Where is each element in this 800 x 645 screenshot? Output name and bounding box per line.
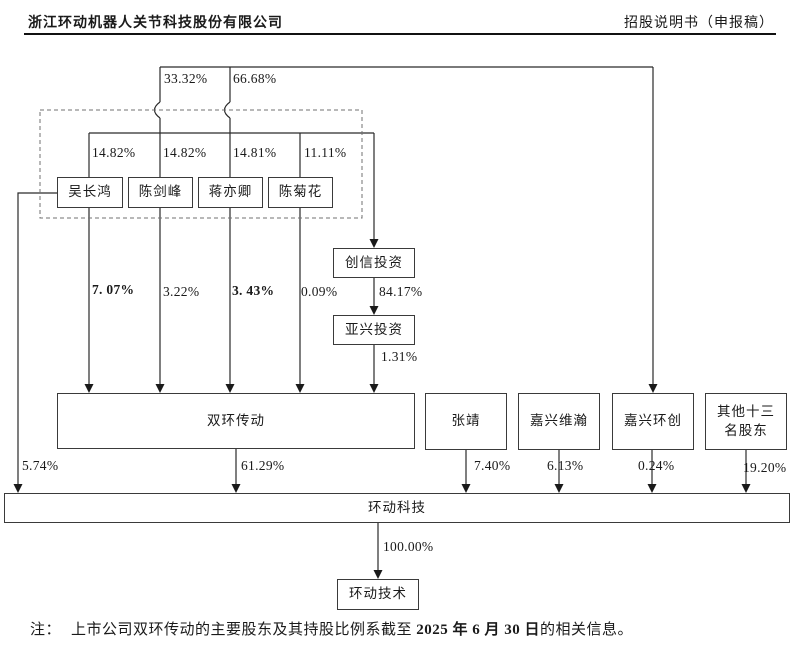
node-label: 亚兴投资 xyxy=(345,321,403,337)
node-chen-jianfeng: 陈剑峰 xyxy=(128,177,193,208)
pct-top-left: 33.32% xyxy=(164,71,208,86)
node-label: 其他十三 xyxy=(717,404,775,420)
node-label: 吴长鸿 xyxy=(68,184,112,200)
pct-jiang-to-chuangxin: 14.81% xyxy=(233,145,277,160)
header-company-name: 浙江环动机器人关节科技股份有限公司 xyxy=(28,16,283,31)
node-label: 名股东 xyxy=(724,422,768,438)
node-jiaxing-huanchuang: 嘉兴环创 xyxy=(612,393,694,450)
node-jiaxing-weihan: 嘉兴维瀚 xyxy=(518,393,600,450)
footnote-date: 2025 年 6 月 30 日 xyxy=(416,622,541,638)
pct-wu-to-shuanghuan: 7. 07% xyxy=(92,282,135,297)
pct-others-to-huandong: 19.20% xyxy=(743,460,787,475)
pct-chenjh-to-chuangxin: 11.11% xyxy=(304,145,347,160)
pct-yaxing-to-shuanghuan: 1.31% xyxy=(381,349,418,364)
pct-shuanghuan-to-huandong: 61.29% xyxy=(241,458,285,473)
node-label: 嘉兴维瀚 xyxy=(530,413,588,429)
footnote-marker: 注： xyxy=(30,622,62,638)
footnote: 注： 上市公司双环传动的主要股东及其持股比例系截至 2025 年 6 月 30 日… xyxy=(30,618,633,639)
node-shuanghuan-transmission: 双环传动 xyxy=(57,393,415,449)
node-label: 陈剑峰 xyxy=(138,184,183,200)
node-jiang-yiqing: 蒋亦卿 xyxy=(198,177,263,208)
node-yaxing-investment: 亚兴投资 xyxy=(333,315,415,345)
node-wu-changhong: 吴长鸿 xyxy=(57,177,123,208)
pct-zhangjing-to-huandong: 7.40% xyxy=(474,458,511,473)
pct-huanchuang-to-huandong: 0.24% xyxy=(638,458,675,473)
node-label: 环动技术 xyxy=(349,586,407,602)
node-label: 张靖 xyxy=(451,413,481,429)
pct-jiang-to-shuanghuan: 3. 43% xyxy=(232,283,275,298)
node-label: 环动科技 xyxy=(368,499,426,515)
pct-chenjh-to-shuanghuan: 0.09% xyxy=(301,284,338,299)
node-label: 创信投资 xyxy=(345,254,403,270)
footnote-suffix: 的相关信息。 xyxy=(540,622,634,638)
node-chen-juhua: 陈菊花 xyxy=(268,177,333,208)
node-zhang-jing: 张靖 xyxy=(425,393,507,450)
node-label: 陈菊花 xyxy=(278,184,323,200)
header-divider xyxy=(24,33,776,35)
node-huandong-keji: 环动科技 xyxy=(4,493,790,523)
pct-top-right: 66.68% xyxy=(233,71,277,86)
node-huandong-jishu: 环动技术 xyxy=(337,579,419,610)
pct-chenjf-to-chuangxin: 14.82% xyxy=(163,145,207,160)
pct-huandong-to-jishu: 100.00% xyxy=(383,539,434,554)
pct-chenjf-to-shuanghuan: 3.22% xyxy=(163,284,200,299)
node-label: 蒋亦卿 xyxy=(208,184,253,200)
pct-wu-to-chuangxin: 14.82% xyxy=(92,145,136,160)
pct-weihan-to-huandong: 6.13% xyxy=(547,458,584,473)
node-chuangxin-investment: 创信投资 xyxy=(333,248,415,278)
node-label: 嘉兴环创 xyxy=(624,413,682,429)
pct-chuangxin-to-yaxing: 84.17% xyxy=(379,284,423,299)
footnote-body: 上市公司双环传动的主要股东及其持股比例系截至 xyxy=(71,622,417,638)
node-other-13-shareholders: 其他十三 名股东 xyxy=(705,393,787,450)
node-label: 双环传动 xyxy=(207,412,265,428)
pct-wu-to-huandong: 5.74% xyxy=(22,458,59,473)
header-doc-label: 招股说明书（申报稿） xyxy=(624,16,774,31)
